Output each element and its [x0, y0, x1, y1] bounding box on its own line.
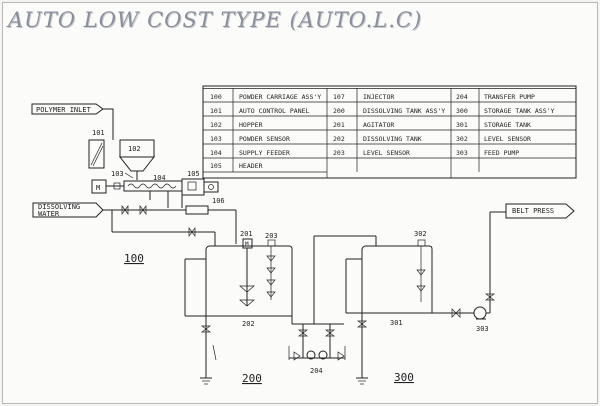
dissolving-tank-assembly: 201 203 M 202 — [184, 230, 293, 385]
storage-tank-assembly: 302 301 — [345, 230, 474, 385]
legend-code: 204 — [456, 93, 468, 101]
legend-name: HEADER — [239, 162, 263, 170]
legend-code: 104 — [210, 149, 222, 157]
label-302: 302 — [414, 230, 427, 238]
legend-table: 100 POWDER CARRIAGE ASS'Y 101 AUTO CONTR… — [202, 85, 577, 179]
legend-name: POWDER SENSOR — [239, 135, 290, 143]
feed-pump-assembly: 303 BELT PRESS — [473, 203, 575, 333]
section-200: 200 — [242, 372, 262, 385]
legend-name: LEVEL SENSOR — [484, 135, 531, 143]
label-102: 102 — [128, 145, 141, 153]
legend-name: AUTO CONTROL PANEL — [239, 107, 310, 115]
legend-name: TRANSFER PUMP — [484, 93, 535, 101]
agitator-motor-label: M — [245, 241, 249, 248]
legend-code: 303 — [456, 149, 468, 157]
label-106: 106 — [212, 197, 225, 205]
legend-code: 105 — [210, 162, 222, 170]
legend-name: POWDER CARRIAGE ASS'Y — [239, 93, 321, 101]
legend-name: HOPPER — [239, 121, 263, 129]
polymer-inlet-arrow: POLYMER INLET — [31, 103, 114, 140]
legend-code: 107 — [333, 93, 345, 101]
legend-name: STORAGE TANK — [484, 121, 531, 129]
legend-name: FEED PUMP — [484, 149, 519, 157]
label-104: 104 — [153, 174, 166, 182]
legend-code: 300 — [456, 107, 468, 115]
motor-label: M — [96, 184, 100, 192]
label-101: 101 — [92, 129, 105, 137]
legend-code: 201 — [333, 121, 345, 129]
legend-code: 101 — [210, 107, 222, 115]
page-title: AUTO LOW COST TYPE (AUTO.L.C) — [8, 8, 423, 32]
dissolving-water-label: WATER — [38, 210, 60, 218]
legend-name: DISSOLVING TANK — [363, 135, 422, 143]
legend-code: 100 — [210, 93, 222, 101]
legend-code: 103 — [210, 135, 222, 143]
legend-name: INJECTOR — [363, 93, 394, 101]
label-204: 204 — [310, 367, 323, 375]
legend-code: 203 — [333, 149, 345, 157]
legend-code: 302 — [456, 135, 468, 143]
belt-press-label: BELT PRESS — [512, 207, 554, 215]
label-301: 301 — [390, 319, 403, 327]
polymer-inlet-label: POLYMER INLET — [36, 106, 92, 114]
legend-code: 202 — [333, 135, 345, 143]
legend-name: SUPPLY FEEDER — [239, 149, 290, 157]
legend-code: 301 — [456, 121, 468, 129]
legend-code: 200 — [333, 107, 345, 115]
transfer-pump-assembly: 204 — [288, 235, 377, 375]
label-303: 303 — [476, 325, 489, 333]
dissolving-water-label: DISSOLVING — [38, 203, 80, 211]
legend-name: STORAGE TANK ASS'Y — [484, 107, 555, 115]
legend-name: LEVEL SENSOR — [363, 149, 410, 157]
label-203: 203 — [265, 232, 278, 240]
legend-code: 102 — [210, 121, 222, 129]
powder-carriage-assembly: 101 102 103 M 104 105 106 — [88, 129, 225, 208]
legend-name: DISSOLVING TANK ASS'Y — [363, 107, 445, 115]
label-105: 105 — [187, 170, 200, 178]
label-201: 201 — [240, 230, 253, 238]
label-103: 103 — [111, 170, 124, 178]
label-202: 202 — [242, 320, 255, 328]
section-300: 300 — [394, 371, 414, 384]
dissolving-water-arrow: DISSOLVING WATER — [32, 202, 237, 246]
section-100: 100 — [124, 252, 144, 265]
legend-name: AGITATOR — [363, 121, 394, 129]
